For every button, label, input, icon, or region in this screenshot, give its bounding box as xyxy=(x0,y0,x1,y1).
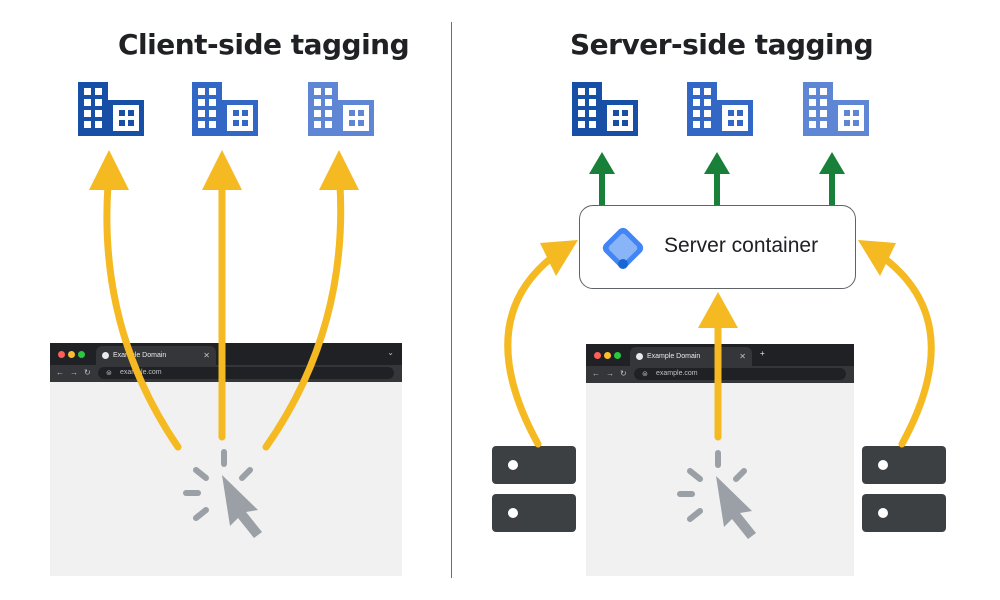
maximize-dot-icon xyxy=(614,352,621,359)
server-container-box: Server container xyxy=(579,205,856,289)
address-bar: ⊜ example.com xyxy=(634,368,846,380)
forward-icon: → xyxy=(606,369,614,378)
arrowhead-icon xyxy=(202,150,242,190)
client-side-title: Client-side tagging xyxy=(118,28,410,61)
building-icon xyxy=(572,82,638,136)
url-text: example.com xyxy=(656,370,698,377)
lock-icon: ⊜ xyxy=(642,371,648,378)
chevron-down-icon: ⌄ xyxy=(387,348,394,357)
server-rack-arrow-left xyxy=(504,251,559,448)
building-icon xyxy=(78,82,144,136)
arrowhead-icon xyxy=(589,152,615,174)
building-icon xyxy=(192,82,258,136)
server-rack-right-bottom xyxy=(862,494,946,532)
tab-label: Example Domain xyxy=(113,352,167,359)
server-rack-arrow-right xyxy=(876,251,935,448)
server-led-icon xyxy=(878,508,888,518)
forward-icon: → xyxy=(70,368,78,377)
server-led-icon xyxy=(508,508,518,518)
close-dot-icon xyxy=(594,352,601,359)
close-dot-icon xyxy=(58,351,65,358)
server-side-title: Server-side tagging xyxy=(570,28,874,61)
arrowhead-icon xyxy=(540,240,578,276)
back-icon: ← xyxy=(56,368,64,377)
click-cursor-icon xyxy=(677,450,756,539)
click-cursor-icon xyxy=(183,449,262,538)
lock-icon: ⊜ xyxy=(106,370,112,377)
close-tab-icon: ✕ xyxy=(739,352,746,361)
building-icon xyxy=(687,82,753,136)
arrowhead-icon xyxy=(704,152,730,174)
globe-icon xyxy=(102,351,109,359)
reload-icon: ↻ xyxy=(620,369,627,378)
tab-label: Example Domain xyxy=(647,353,701,360)
maximize-dot-icon xyxy=(78,351,85,358)
arrowhead-icon xyxy=(858,240,896,276)
client-arrow-left xyxy=(103,181,182,451)
building-icon xyxy=(308,82,374,136)
back-icon: ← xyxy=(592,369,600,378)
server-rack-left-bottom xyxy=(492,494,576,532)
arrowhead-icon xyxy=(89,150,129,190)
server-led-icon xyxy=(508,460,518,470)
close-tab-icon: ✕ xyxy=(203,351,210,360)
client-arrow-right xyxy=(262,181,345,451)
arrowhead-icon xyxy=(819,152,845,174)
server-container-label: Server container xyxy=(664,234,819,257)
server-led-icon xyxy=(878,460,888,470)
server-rack-left-top xyxy=(492,446,576,484)
minimize-dot-icon xyxy=(68,351,75,358)
reload-icon: ↻ xyxy=(84,368,91,377)
arrowhead-icon xyxy=(319,150,359,190)
building-icon xyxy=(803,82,869,136)
arrowhead-icon xyxy=(698,292,738,328)
new-tab-icon: + xyxy=(760,349,765,358)
minimize-dot-icon xyxy=(604,352,611,359)
globe-icon xyxy=(636,352,643,360)
server-rack-right-top xyxy=(862,446,946,484)
divider xyxy=(451,22,452,578)
tag-manager-icon xyxy=(602,227,644,269)
